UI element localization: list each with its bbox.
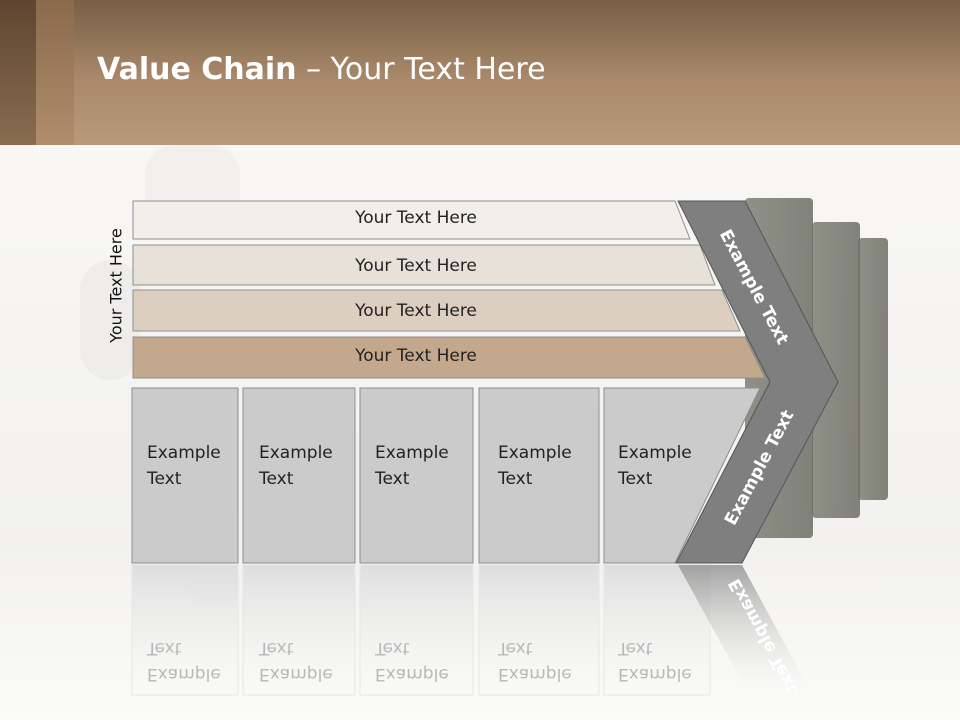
primary-box-5-label[interactable]: Example Text	[618, 443, 692, 489]
reflection-label: Example Text	[375, 638, 449, 684]
banner-accent-dark	[0, 0, 36, 145]
reflection-label: Example Text	[618, 638, 692, 684]
background-figure-arm	[80, 260, 140, 380]
title-rest: – Your Text Here	[296, 52, 546, 87]
activity-bar-1-label[interactable]: Your Text Here	[355, 208, 477, 228]
primary-box-2-label[interactable]: Example Text	[259, 443, 333, 489]
activity-bar-4-label[interactable]: Your Text Here	[355, 346, 477, 366]
reflection-label: Example Text	[147, 638, 221, 684]
activity-bar-3	[132, 289, 741, 332]
vertical-axis-label[interactable]: Your Text Here	[106, 228, 126, 343]
reflection-chevron-label: Example Text	[724, 575, 803, 697]
reflection-label: Example Text	[259, 638, 333, 684]
margin-chevron	[675, 200, 839, 564]
primary-box-3-label[interactable]: Example Text	[375, 443, 449, 489]
primary-box-1	[131, 387, 239, 564]
reflection-area: Example Text Example Text Example Text E…	[0, 565, 960, 720]
activity-bar-2-label[interactable]: Your Text Here	[355, 256, 477, 276]
primary-box-5	[603, 387, 761, 564]
activity-bar-1	[132, 200, 691, 240]
title-bold: Value Chain	[97, 52, 297, 87]
banner-accent-light	[36, 0, 74, 145]
background-server	[858, 238, 888, 500]
reflection-chevron	[678, 565, 815, 700]
title-banner: Value Chain – Your Text Here	[0, 0, 960, 145]
reflection-box	[478, 564, 600, 696]
activity-bar-3-label[interactable]: Your Text Here	[355, 301, 477, 321]
reflection-box	[131, 564, 239, 696]
primary-box-4-label[interactable]: Example Text	[498, 443, 572, 489]
activity-bar-4	[132, 336, 766, 379]
primary-box-1-label[interactable]: Example Text	[147, 443, 221, 489]
primary-box-2	[242, 387, 356, 564]
slide-title[interactable]: Value Chain – Your Text Here	[97, 52, 546, 87]
activity-bar-2	[132, 244, 716, 286]
primary-box-4	[478, 387, 600, 564]
primary-box-3	[359, 387, 474, 564]
reflection-box	[359, 564, 474, 696]
reflection-box	[242, 564, 356, 696]
reflection-label: Example Text	[498, 638, 572, 684]
